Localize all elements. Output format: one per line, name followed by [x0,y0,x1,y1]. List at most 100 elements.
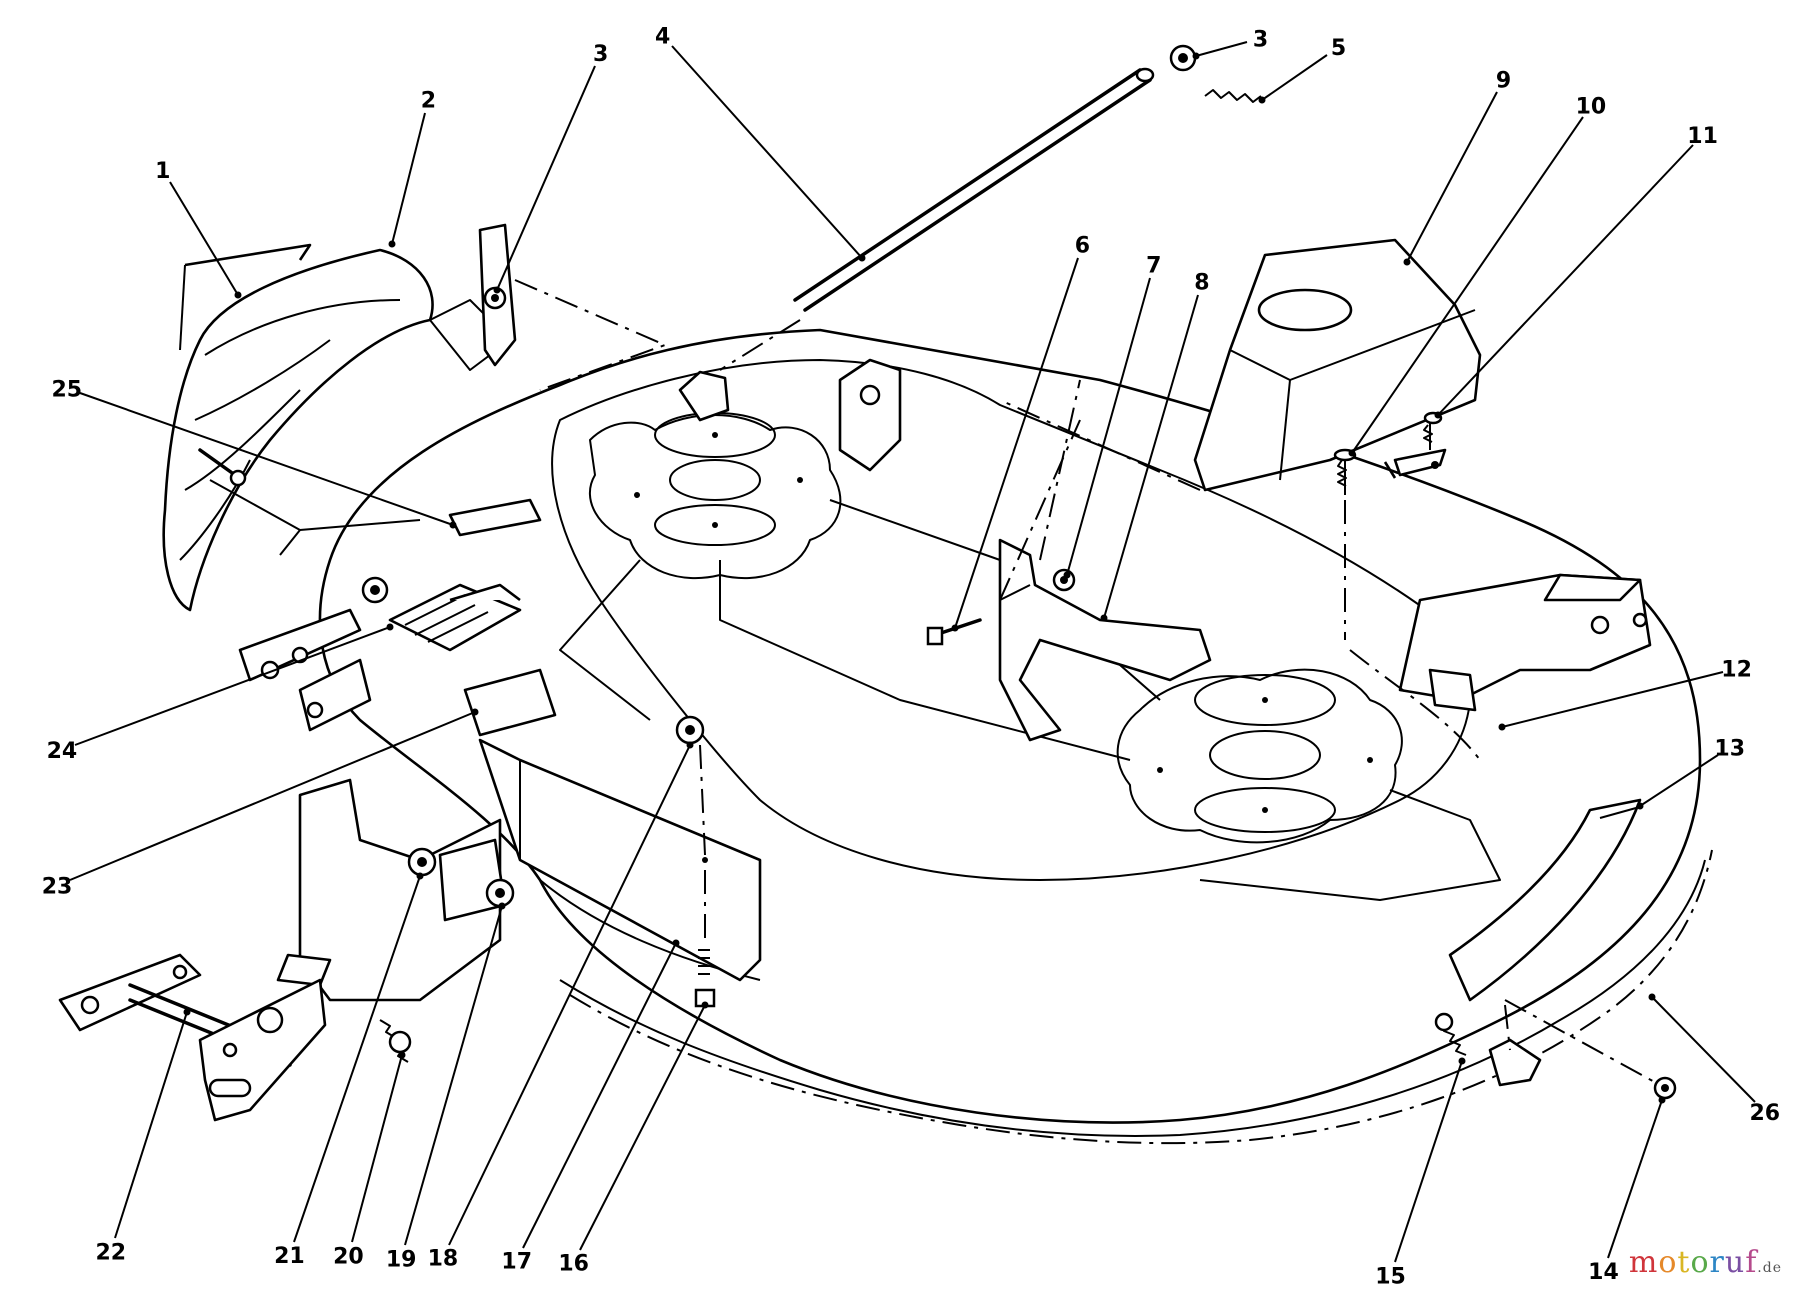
leader-dot-23 [471,708,479,716]
leader-line-19 [404,905,503,1246]
callout-number-25: 25 [51,377,82,402]
callout-number-7: 7 [1146,254,1161,279]
callout-number-9: 9 [1496,69,1511,94]
callout-number-3a: 3 [593,42,608,67]
leader-dot-8 [1100,614,1108,622]
leader-dot-7 [1063,571,1071,579]
leader-line-2 [391,112,426,245]
callout-number-1: 1 [155,159,170,184]
leader-line-3a [496,65,596,291]
leader-line-14 [1607,1099,1663,1259]
curved-decal [1448,798,1642,1002]
leader-line-16 [579,1004,706,1251]
watermark-suffix: .de [1757,1260,1782,1276]
callout-number-14: 14 [1588,1260,1619,1285]
leader-line-21 [293,875,421,1243]
leader-dot-24 [386,623,394,631]
callout-number-5: 5 [1331,36,1346,61]
leader-dot-3a [493,286,501,294]
leader-dot-20 [398,1051,406,1059]
leader-dot-19 [498,902,506,910]
callout-number-2: 2 [421,88,436,113]
callout-number-23: 23 [42,874,73,899]
leader-line-5 [1261,54,1328,101]
leader-dot-5 [1258,96,1266,104]
callout-number-16: 16 [558,1251,589,1276]
leader-dot-18 [686,741,694,749]
leader-line-13 [1639,754,1719,807]
leader-dot-16 [701,1001,709,1009]
leader-dot-9 [1403,258,1411,266]
leader-dot-25 [449,521,457,529]
leader-line-8 [1103,294,1199,619]
leader-dot-17 [672,939,680,947]
leader-line-4 [671,45,863,259]
leader-dot-22 [183,1008,191,1016]
leader-dot-21 [416,872,424,880]
front-axle-bracket [276,778,515,1063]
motoruf-watermark: motoruf.de [1629,1245,1782,1280]
leader-dot-1 [234,291,242,299]
leader-line-3b [1195,41,1248,57]
leader-line-24 [74,626,391,746]
leader-line-25 [79,392,454,526]
callout-number-12: 12 [1721,658,1752,683]
leader-line-12 [1501,671,1724,728]
leader-line-17 [522,942,677,1249]
leader-line-20 [351,1054,403,1243]
leader-line-22 [114,1011,188,1239]
callout-number-19: 19 [386,1247,417,1272]
front-baffle-plate [478,715,762,1008]
watermark-letter: o [1690,1245,1710,1280]
rear-hitch-bracket [1349,573,1652,761]
mower-deck-housing [318,328,1713,1145]
leader-dot-4 [858,254,866,262]
callout-number-22: 22 [95,1240,126,1265]
leader-line-15 [1394,1060,1463,1263]
callout-number-26: 26 [1749,1101,1780,1126]
leader-line-9 [1406,91,1498,263]
callout-number-20: 20 [333,1245,364,1270]
leader-dot-6 [951,624,959,632]
leader-line-23 [69,711,476,881]
callout-number-8: 8 [1194,271,1209,296]
leader-dot-3b [1192,52,1200,60]
callout-number-6: 6 [1075,234,1090,259]
watermark-letter: r [1709,1245,1725,1280]
axle-assembly [58,953,327,1122]
leader-line-18 [448,744,691,1246]
belt-cover [999,238,1482,640]
callout-number-24: 24 [47,739,78,764]
watermark-letter: m [1628,1245,1659,1280]
callout-number-3b: 3 [1253,27,1268,52]
side-hardware [1434,999,1677,1100]
callout-number-13: 13 [1714,736,1745,761]
leader-line-10 [1351,116,1584,454]
callout-number-18: 18 [428,1247,459,1272]
watermark-letter: u [1724,1245,1746,1280]
callout-number-4: 4 [655,25,670,50]
watermark-letter: o [1658,1245,1678,1280]
callout-number-17: 17 [501,1250,532,1275]
discharge-deflector [162,243,511,612]
leader-dot-14 [1658,1096,1666,1104]
leader-line-11 [1437,144,1694,416]
watermark-letter: f [1745,1245,1758,1280]
leader-dot-11 [1434,411,1442,419]
callout-number-21: 21 [274,1244,305,1269]
chute-hinge-bracket [478,223,668,391]
leader-line-26 [1651,996,1756,1103]
leader-line-6 [954,257,1079,629]
leader-line-1 [169,181,239,296]
leader-dot-12 [1498,723,1506,731]
leader-dot-2 [388,240,396,248]
leader-dot-13 [1636,802,1644,810]
watermark-letters: motoruf [1629,1245,1757,1280]
leader-dot-10 [1348,449,1356,457]
hinge-rod-assembly [719,44,1262,371]
leader-dot-15 [1458,1057,1466,1065]
callout-number-10: 10 [1576,94,1607,119]
leader-dot-26 [1648,993,1656,1001]
